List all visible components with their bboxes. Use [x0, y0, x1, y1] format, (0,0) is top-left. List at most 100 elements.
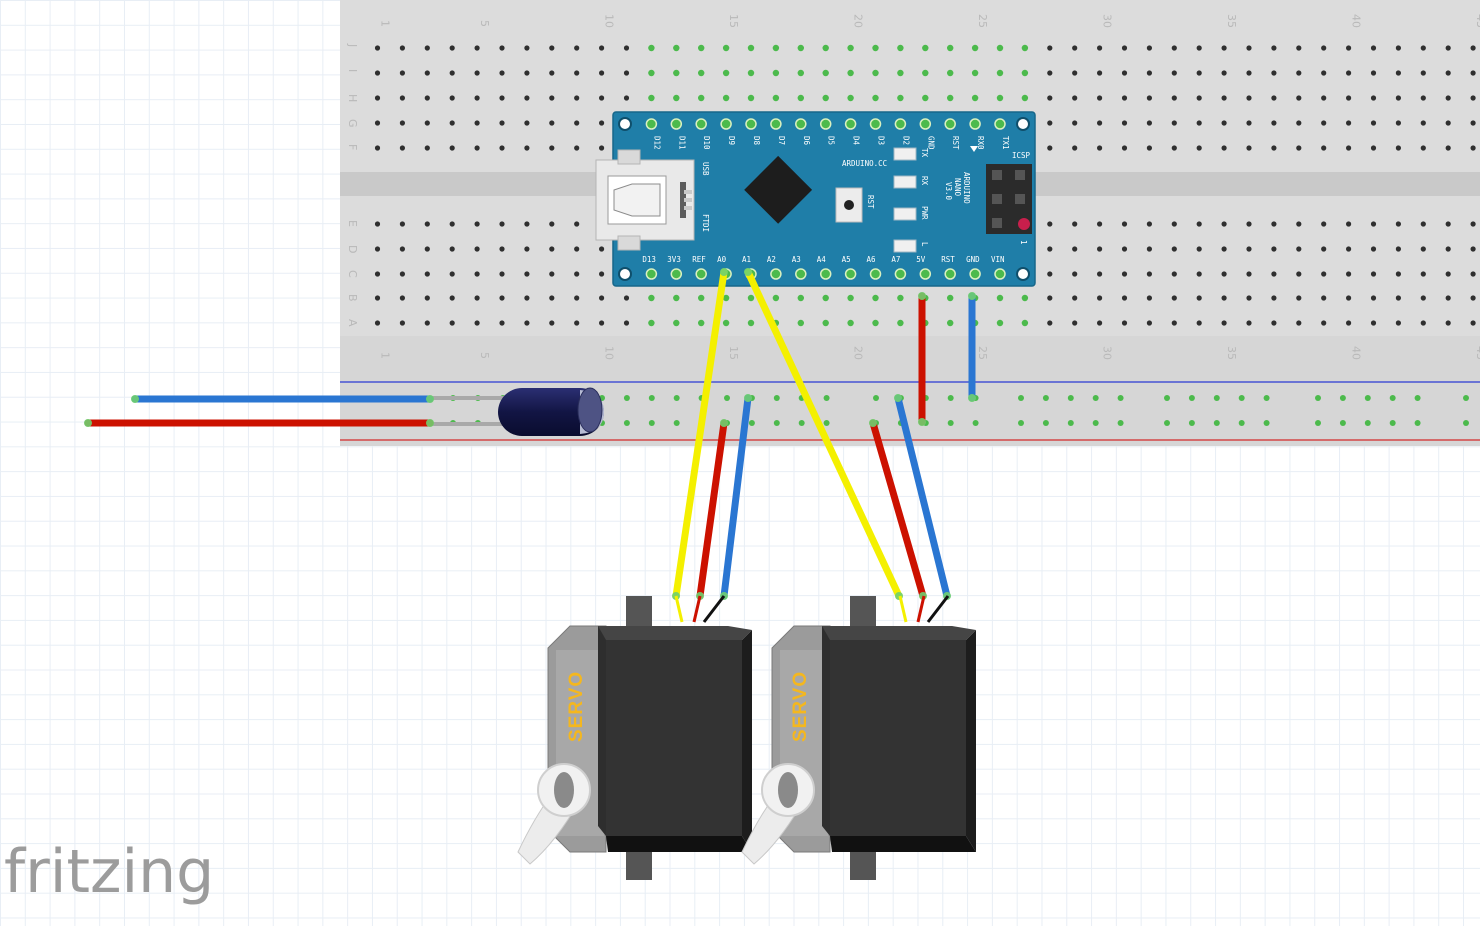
rail-hole — [873, 395, 879, 401]
breadboard-hole — [922, 44, 929, 52]
breadboard-hole — [1097, 246, 1103, 252]
servo-motor-1[interactable]: SERVO — [517, 595, 752, 880]
rail-hole — [623, 420, 630, 426]
wire-endpoint — [720, 419, 728, 427]
pin-label-bottom: A5 — [842, 255, 851, 264]
breadboard-hole — [549, 145, 555, 151]
breadboard-hole — [1395, 120, 1401, 126]
rail-hole — [1463, 420, 1469, 426]
breadboard-hole — [1221, 120, 1227, 126]
breadboard-hole — [722, 69, 730, 77]
breadboard-hole — [424, 271, 430, 277]
breadboard-hole — [673, 319, 680, 327]
breadboard-hole — [599, 95, 605, 101]
servo-motor-2[interactable]: SERVO — [741, 595, 976, 880]
wires[interactable] — [84, 268, 976, 600]
breadboard-hole — [499, 95, 505, 101]
breadboard-hole — [1121, 45, 1128, 51]
breadboard-hole — [747, 44, 755, 52]
column-number: 20 — [852, 346, 865, 360]
breadboard-hole — [574, 246, 580, 252]
breadboard-hole — [822, 94, 829, 102]
breadboard-hole — [872, 94, 879, 102]
column-number: 35 — [1225, 14, 1238, 28]
breadboard-hole — [399, 95, 405, 101]
rail-hole — [823, 395, 830, 401]
breadboard-hole — [474, 320, 480, 326]
rail-hole — [1188, 395, 1195, 401]
breadboard-hole — [1146, 221, 1152, 227]
pin-label-bottom: GND — [966, 255, 980, 264]
breadboard-hole — [1221, 70, 1227, 76]
breadboard-hole — [1370, 70, 1377, 76]
breadboard-hole — [499, 221, 505, 227]
breadboard-hole — [1470, 120, 1476, 126]
breadboard-hole — [1346, 246, 1352, 252]
pin-label-bottom: A4 — [817, 255, 827, 264]
breadboard-hole — [1146, 295, 1152, 301]
rail-hole — [1389, 395, 1396, 401]
arduino-pin — [969, 268, 981, 280]
breadboard-hole — [1370, 145, 1377, 151]
breadboard-hole — [1221, 95, 1227, 101]
breadboard-hole — [1146, 246, 1152, 252]
rail-hole — [1463, 395, 1469, 401]
arduino-nano[interactable]: USB FTDI ARDUINO.CC RST TX RX PWR L ARDU… — [595, 111, 1036, 287]
wire-servo1-power[interactable] — [696, 419, 728, 600]
mount-hole — [1016, 117, 1030, 131]
pin-label-bottom: A7 — [891, 255, 900, 264]
breadboard-hole — [399, 246, 405, 252]
breadboard-hole — [1346, 120, 1352, 126]
breadboard-hole — [524, 271, 530, 277]
breadboard-hole — [499, 320, 505, 326]
breadboard-hole — [847, 69, 854, 77]
breadboard-hole — [1246, 320, 1252, 326]
breadboard-hole — [1171, 145, 1177, 151]
arduino-pin — [869, 268, 882, 280]
breadboard-hole — [1221, 271, 1227, 277]
breadboard-hole — [1321, 221, 1327, 227]
breadboard-hole — [374, 271, 381, 277]
breadboard-hole — [1271, 295, 1277, 301]
reset-button[interactable] — [835, 187, 863, 223]
icsp-label: ICSP — [1012, 151, 1031, 160]
breadboard-hole — [772, 94, 780, 102]
breadboard-hole — [673, 44, 680, 52]
wire-servo2-ground[interactable] — [894, 394, 951, 600]
breadboard-hole — [599, 295, 605, 301]
arduino-pin — [645, 268, 658, 280]
breadboard-hole — [474, 45, 480, 51]
arduino-pin — [770, 118, 782, 130]
rail-hole — [1018, 395, 1024, 401]
maker-label: ARDUINO.CC — [842, 159, 887, 168]
breadboard-hole — [648, 44, 655, 52]
breadboard-hole — [499, 70, 505, 76]
breadboard-hole — [1346, 45, 1352, 51]
breadboard-hole — [847, 294, 854, 302]
column-number: 40 — [1350, 14, 1363, 28]
wire-a0-servo1-signal[interactable] — [672, 268, 728, 600]
rail-hole — [1414, 395, 1421, 401]
electrolytic-capacitor[interactable] — [430, 387, 604, 436]
wire-servo2-power[interactable] — [869, 419, 927, 600]
wire-servo1-ground[interactable] — [720, 394, 752, 600]
rail-hole — [1042, 420, 1049, 426]
breadboard-hole — [1321, 45, 1327, 51]
wire-a1-servo2-signal[interactable] — [744, 268, 903, 600]
pin-label-bottom: A3 — [792, 255, 801, 264]
breadboard-hole — [1097, 120, 1103, 126]
breadboard-hole — [722, 319, 730, 327]
row-letter: D — [346, 245, 359, 253]
breadboard-hole — [474, 145, 480, 151]
breadboard-hole — [599, 145, 605, 151]
breadboard-hole — [1445, 221, 1451, 227]
breadboard-hole — [1420, 95, 1426, 101]
breadboard-hole — [1072, 70, 1078, 76]
breadboard-hole — [1121, 70, 1128, 76]
breadboard-hole — [1370, 246, 1377, 252]
breadboard-hole — [1196, 45, 1202, 51]
arduino-pin — [770, 268, 782, 280]
breadboard-hole — [549, 95, 555, 101]
